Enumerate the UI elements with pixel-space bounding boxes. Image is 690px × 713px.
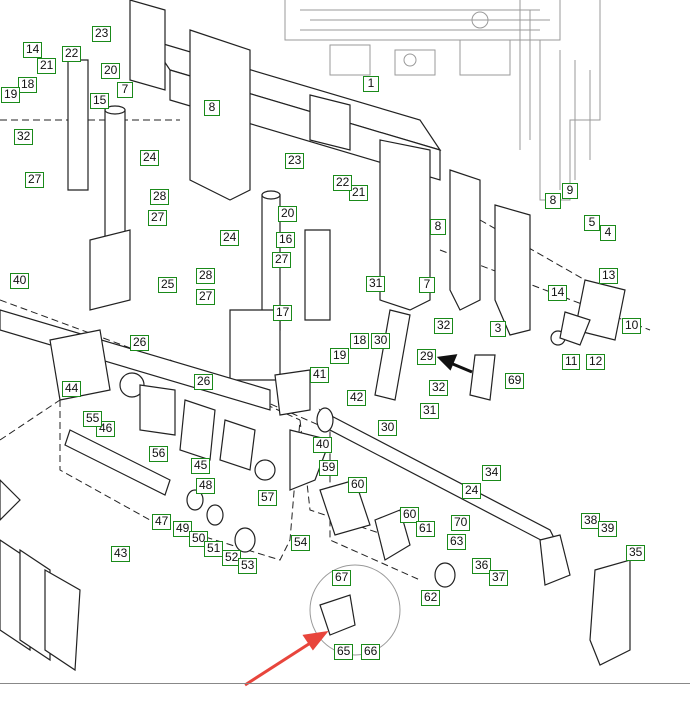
callout-label-66: 66 [361,644,381,660]
background-frame [284,0,601,201]
callout-label-45: 45 [191,458,211,474]
callout-label-42: 42 [347,390,367,406]
callout-label-18: 18 [350,333,370,349]
callout-label-48: 48 [196,478,216,494]
callout-label-1: 1 [363,76,379,92]
callout-label-67: 67 [332,570,352,586]
callout-label-35: 35 [626,545,646,561]
callout-label-19: 19 [330,348,350,364]
right-brackets [449,169,626,401]
callout-label-23: 23 [92,26,112,42]
callout-label-27: 27 [272,252,292,268]
callout-label-40: 40 [313,437,333,453]
callout-label-57: 57 [258,490,278,506]
callout-label-17: 17 [273,305,293,321]
callout-label-7: 7 [117,82,133,98]
callout-label-37: 37 [489,570,509,586]
callout-label-21: 21 [349,185,369,201]
callout-label-54: 54 [291,535,311,551]
callout-label-27: 27 [148,210,168,226]
callout-label-28: 28 [150,189,170,205]
callout-label-31: 31 [420,403,440,419]
vertical-tubes [67,59,331,381]
callout-label-65: 65 [334,644,354,660]
callout-label-5: 5 [584,215,600,231]
callout-label-24: 24 [462,483,482,499]
callout-label-8: 8 [545,193,561,209]
callout-label-10: 10 [622,318,642,334]
callout-label-15: 15 [90,93,110,109]
callout-label-36: 36 [472,558,492,574]
callout-label-11: 11 [562,354,581,370]
callout-label-29: 29 [417,349,437,365]
callout-label-27: 27 [25,172,45,188]
callout-label-14: 14 [548,285,568,301]
black-pointer-arrow [436,354,473,374]
red-pointer-arrow [244,630,329,687]
callout-label-23: 23 [285,153,305,169]
callout-label-31: 31 [366,276,386,292]
callout-label-22: 22 [62,46,82,62]
callout-label-70: 70 [451,515,471,531]
callout-label-4: 4 [600,225,616,241]
callout-label-19: 19 [1,87,21,103]
main-frame-beam [129,0,442,311]
callout-label-26: 26 [194,374,214,390]
bottom-rule [0,683,690,684]
callout-label-32: 32 [14,129,34,145]
callout-label-49: 49 [173,521,193,537]
callout-label-60: 60 [348,477,368,493]
callout-label-9: 9 [562,183,578,199]
callout-label-28: 28 [196,268,216,284]
callout-label-60: 60 [400,507,420,523]
callout-label-26: 26 [130,335,150,351]
callout-label-8: 8 [430,219,446,235]
callout-label-32: 32 [434,318,454,334]
lower-left-rotor [0,479,81,672]
callout-label-24: 24 [220,230,240,246]
detail-part [319,594,356,636]
callout-label-20: 20 [101,63,121,79]
callout-label-61: 61 [416,521,436,537]
callout-label-7: 7 [419,277,435,293]
callout-label-50: 50 [189,531,209,547]
callout-label-55: 55 [83,411,103,427]
callout-label-59: 59 [319,460,339,476]
callout-label-56: 56 [149,446,169,462]
callout-label-34: 34 [482,465,502,481]
callout-label-22: 22 [333,175,353,191]
callout-label-8: 8 [204,100,220,116]
callout-label-62: 62 [421,590,441,606]
callout-label-27: 27 [196,289,216,305]
callout-label-32: 32 [429,380,449,396]
callout-label-12: 12 [586,354,606,370]
callout-label-14: 14 [23,42,43,58]
callout-label-24: 24 [140,150,160,166]
callout-label-43: 43 [111,546,131,562]
callout-label-63: 63 [447,534,467,550]
callout-label-3: 3 [490,321,506,337]
callout-label-16: 16 [276,232,296,248]
callout-label-25: 25 [158,277,178,293]
callout-label-21: 21 [37,58,57,74]
callout-label-47: 47 [152,514,172,530]
callout-label-30: 30 [378,420,398,436]
callout-label-52: 52 [222,550,242,566]
callout-label-18: 18 [18,77,38,93]
callout-label-44: 44 [62,381,82,397]
callout-label-39: 39 [598,521,618,537]
callout-label-40: 40 [10,273,30,289]
callout-label-53: 53 [238,558,258,574]
flanges-and-bushings [49,329,631,666]
callout-label-38: 38 [581,513,601,529]
callout-label-51: 51 [204,541,224,557]
callout-label-41: 41 [310,367,330,383]
callout-label-30: 30 [371,333,391,349]
callout-label-20: 20 [278,206,298,222]
callout-label-69: 69 [505,373,525,389]
callout-label-13: 13 [599,268,619,284]
